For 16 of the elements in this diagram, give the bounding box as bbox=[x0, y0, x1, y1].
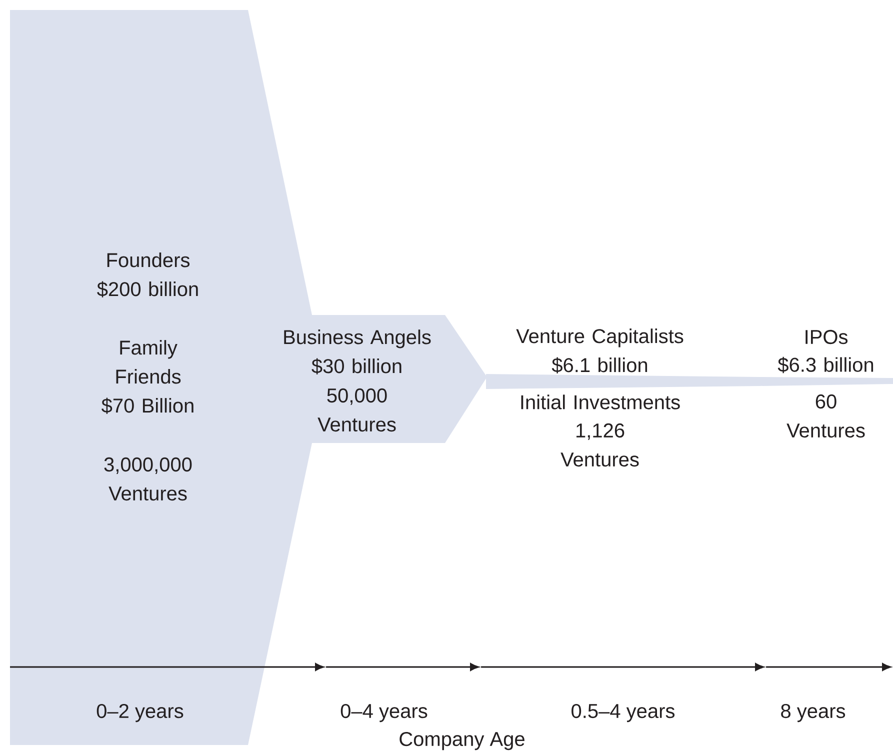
axis-label: 0–2 years bbox=[96, 704, 184, 722]
node-label: $6.3 billion bbox=[778, 356, 874, 374]
node-label: 1,126 Ventures bbox=[560, 423, 639, 467]
node-label: Business Angels $30 billion bbox=[284, 330, 431, 374]
node-label: IPOs bbox=[806, 330, 848, 344]
node-label: Venture Capitalists $6.1 billion bbox=[516, 328, 684, 374]
funnel-section: Business Angels $30 billion 50,000 Ventures bbox=[284, 315, 487, 443]
node-label: Initial Investments bbox=[521, 394, 680, 410]
funnel-stream: Venture Capitalists $6.1 billion Initial Investments 1,126 Ventures bbox=[486, 328, 760, 467]
axis-title: Company Age bbox=[400, 732, 524, 750]
node-label: 60 Ventures bbox=[786, 394, 865, 438]
axis-label: 0–4 years bbox=[340, 704, 428, 722]
axis-label: 0.5–4 years bbox=[572, 704, 674, 722]
funnel-stream: IPOs $6.3 billion 60 Ventures bbox=[759, 330, 893, 438]
node-label: 50,000 Ventures bbox=[318, 388, 396, 432]
axis-label: 8 years bbox=[781, 704, 846, 722]
